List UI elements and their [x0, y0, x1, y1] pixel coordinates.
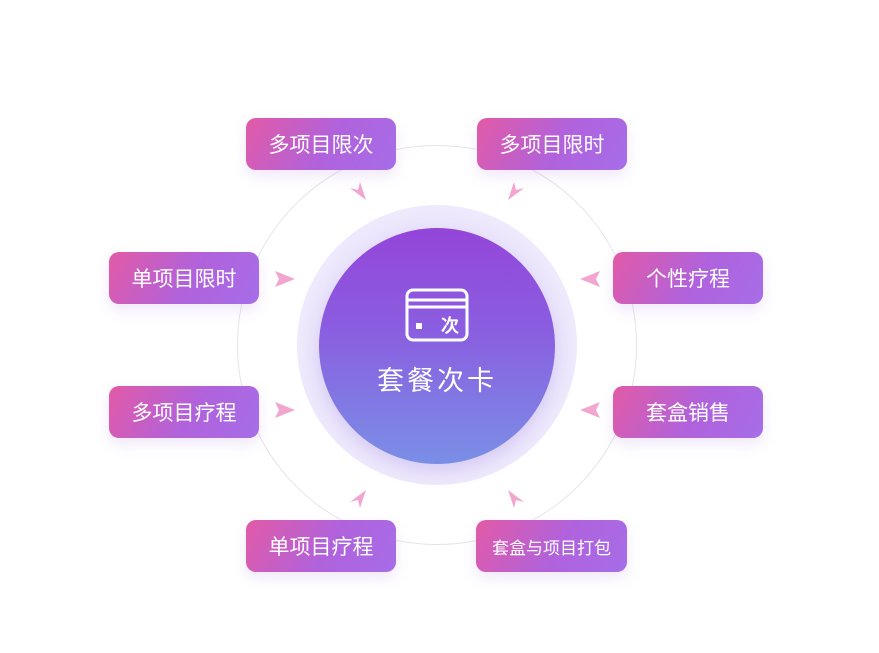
svg-text:次: 次	[441, 315, 459, 337]
arrow-icon	[580, 402, 600, 418]
node-multi-item-limited-count[interactable]: 多项目限次	[246, 118, 396, 170]
node-personal-course[interactable]: 个性疗程	[613, 252, 763, 304]
arrow-icon	[580, 271, 600, 287]
node-box-sales[interactable]: 套盒销售	[613, 386, 763, 438]
node-multi-item-limited-time[interactable]: 多项目限时	[477, 118, 627, 170]
arrow-icon	[350, 182, 366, 200]
card-icon: 次	[405, 288, 469, 341]
center-node[interactable]: 次 套餐次卡	[319, 228, 555, 464]
orbit-ring	[237, 145, 637, 545]
arrow-icon	[275, 271, 295, 287]
node-single-item-course[interactable]: 单项目疗程	[246, 520, 396, 572]
arrow-icon	[508, 490, 524, 508]
arrow-icon	[508, 182, 524, 200]
node-single-item-limited-time[interactable]: 单项目限时	[109, 252, 259, 304]
arrow-icon	[350, 490, 366, 508]
node-multi-item-course[interactable]: 多项目疗程	[109, 386, 259, 438]
arrow-icon	[275, 402, 295, 418]
center-title: 套餐次卡	[377, 365, 497, 397]
node-box-item-bundle[interactable]: 套盒与项目打包	[476, 520, 627, 572]
